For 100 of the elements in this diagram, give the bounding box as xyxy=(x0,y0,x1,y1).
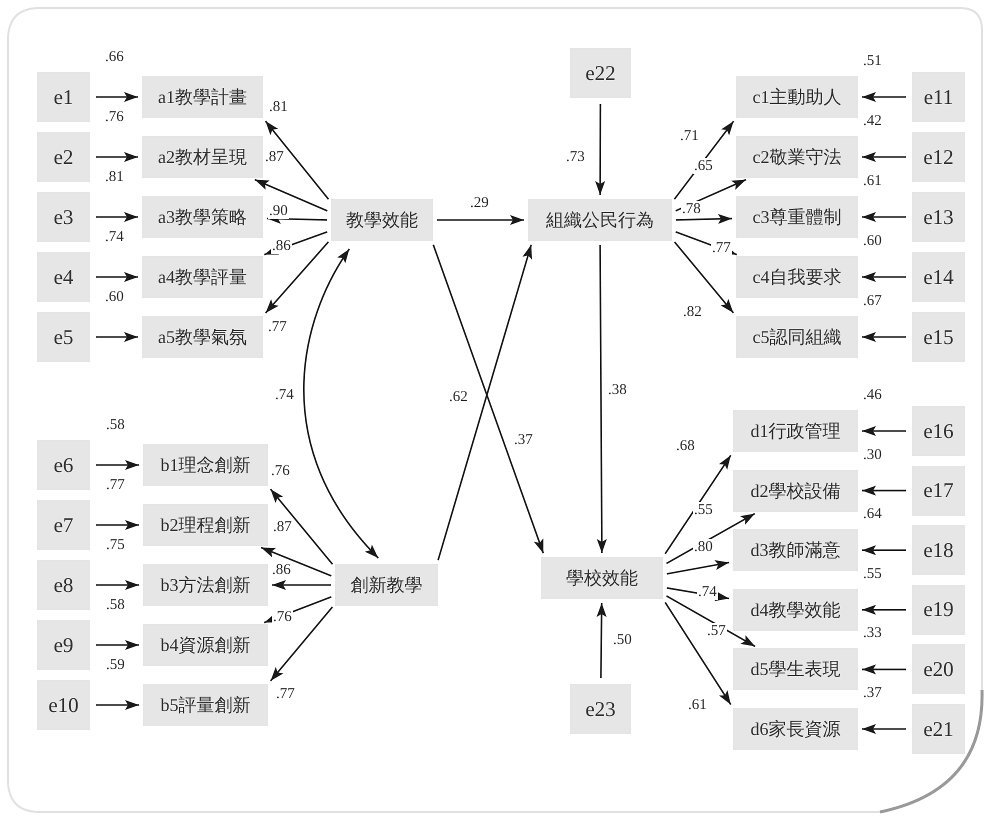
indicator-box: d5學生表現 xyxy=(733,648,858,690)
indicator-box: c5認同組織 xyxy=(736,316,858,358)
latent-variable-box: 創新教學 xyxy=(335,564,438,606)
arrow xyxy=(675,231,738,256)
arrow xyxy=(96,700,139,710)
edge-label: .74 xyxy=(697,584,718,600)
arrow xyxy=(260,546,332,577)
arrow xyxy=(674,120,734,200)
edge-label: .86 xyxy=(271,238,292,254)
arrow xyxy=(272,580,331,590)
indicator-box: a3教學策略 xyxy=(142,196,263,238)
arrow xyxy=(96,460,139,470)
arrow xyxy=(666,595,756,648)
arrow xyxy=(96,212,138,222)
error-term-box: e21 xyxy=(912,704,965,754)
arrow xyxy=(862,272,906,282)
arrow xyxy=(596,245,607,553)
error-term-box: e10 xyxy=(37,680,90,730)
arrow xyxy=(270,488,334,565)
error-term-box: e22 xyxy=(570,48,631,98)
indicator-box: a1教學計畫 xyxy=(142,76,263,118)
arrow xyxy=(862,152,906,162)
arrow xyxy=(265,241,329,314)
error-term-box: e11 xyxy=(912,72,965,122)
error-term-box: e23 xyxy=(570,684,631,734)
error-term-box: e3 xyxy=(37,192,90,242)
arrow xyxy=(270,606,334,682)
arrow xyxy=(664,454,732,554)
arrow xyxy=(96,152,138,162)
indicator-box: a5教學氣氛 xyxy=(142,316,263,358)
error-term-box: e1 xyxy=(37,72,90,122)
error-term-box: e12 xyxy=(912,132,965,182)
arrow xyxy=(96,580,139,590)
arrow xyxy=(254,178,328,212)
indicator-box: c3尊重體制 xyxy=(736,196,858,238)
arrow xyxy=(862,92,906,102)
indicator-box: b4資源創新 xyxy=(143,624,268,666)
indicator-box: b2理程創新 xyxy=(143,504,268,546)
indicator-box: d2學校設備 xyxy=(733,470,858,512)
arrow xyxy=(675,178,746,212)
arrow xyxy=(862,426,906,436)
arrow xyxy=(862,332,906,342)
edge-label: .77 xyxy=(711,240,732,256)
arrow xyxy=(264,120,330,200)
indicator-box: d6家長資源 xyxy=(733,708,858,750)
arrow xyxy=(96,332,138,342)
error-term-box: e19 xyxy=(912,584,965,635)
indicator-box: b1理念創新 xyxy=(143,444,268,486)
indicator-box: a2教材呈現 xyxy=(142,136,263,178)
indicator-box: b5評量創新 xyxy=(143,684,268,726)
arrow xyxy=(595,104,606,195)
arrow xyxy=(96,640,139,650)
latent-variable-box: 教學效能 xyxy=(331,199,433,241)
arrow xyxy=(664,602,732,706)
error-term-box: e15 xyxy=(912,312,965,362)
error-term-box: e6 xyxy=(37,440,90,490)
indicator-box: c4自我要求 xyxy=(736,256,858,298)
error-term-box: e16 xyxy=(912,406,965,456)
latent-variable-box: 組織公民行為 xyxy=(528,199,672,241)
arrow xyxy=(96,272,138,282)
arrow xyxy=(862,724,906,734)
error-term-box: e9 xyxy=(37,620,90,670)
arrow xyxy=(862,212,906,222)
error-term-box: e7 xyxy=(37,500,90,550)
edge-label: .65 xyxy=(693,158,714,174)
correlation-arrow xyxy=(303,248,379,559)
indicator-box: c1主動助人 xyxy=(736,76,858,118)
arrow xyxy=(432,244,544,554)
arrow xyxy=(96,520,139,530)
indicator-box: d4教學效能 xyxy=(733,588,858,631)
arrow xyxy=(264,596,332,624)
error-term-box: e18 xyxy=(912,525,965,576)
indicator-box: a4教學評量 xyxy=(142,256,263,298)
arrow xyxy=(674,241,734,314)
error-term-box: e4 xyxy=(37,252,90,302)
arrow xyxy=(862,664,906,674)
arrow xyxy=(862,545,906,556)
error-term-box: e14 xyxy=(912,252,965,302)
indicator-box: b3方法創新 xyxy=(143,564,268,606)
edge-label: .90 xyxy=(268,203,289,219)
indicator-box: d3教師滿意 xyxy=(733,529,858,572)
error-term-box: e20 xyxy=(912,644,965,694)
edge-label: .76 xyxy=(272,609,293,625)
indicator-box: d1行政管理 xyxy=(733,410,858,452)
error-term-box: e8 xyxy=(37,560,90,610)
arrow xyxy=(596,603,607,678)
arrow xyxy=(676,214,732,224)
arrow xyxy=(862,604,906,615)
error-term-box: e5 xyxy=(37,312,90,362)
error-term-box: e17 xyxy=(912,466,965,516)
indicator-box: c2敬業守法 xyxy=(736,136,858,178)
arrow xyxy=(666,587,730,602)
arrow xyxy=(666,512,756,564)
latent-variable-box: 學校效能 xyxy=(541,557,663,599)
error-term-box: e13 xyxy=(912,192,965,242)
error-term-box: e2 xyxy=(37,132,90,182)
arrow xyxy=(96,92,138,102)
arrow xyxy=(862,486,906,496)
arrow xyxy=(437,244,532,560)
arrow xyxy=(437,215,524,225)
